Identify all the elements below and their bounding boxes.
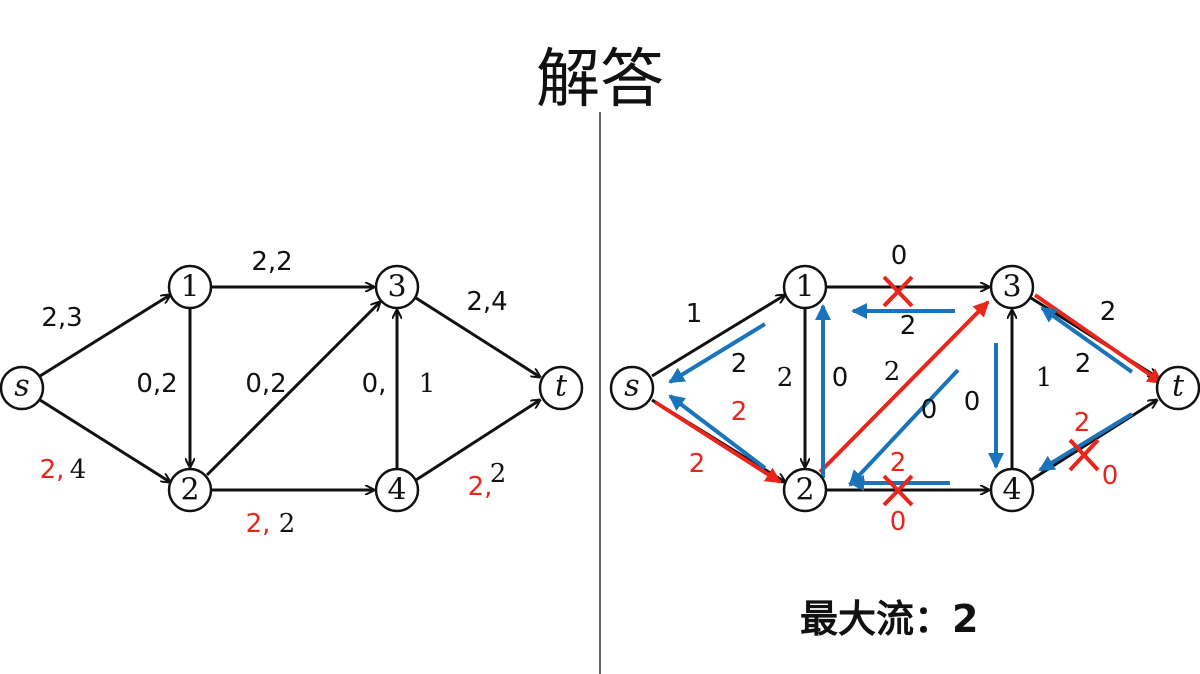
residual-1-s — [668, 322, 767, 384]
node-2 — [782, 467, 828, 513]
label-4-3-flow: 0, — [362, 369, 387, 399]
label-4-t-new: 0 — [1102, 461, 1119, 491]
label-2-4-cap: 2 — [279, 509, 296, 539]
residual-3-2 — [848, 368, 960, 487]
node-4-label: 4 — [387, 473, 406, 508]
flow-path-2-3 — [818, 300, 990, 474]
node-4 — [374, 467, 420, 513]
node-3-label: 3 — [387, 270, 406, 305]
label-4-t-flow: 2, — [468, 472, 493, 502]
edge-4-t — [415, 400, 540, 482]
node-3 — [374, 264, 420, 310]
label-3-4-back: 0 — [964, 387, 981, 417]
label-3-1-back: 2 — [900, 311, 917, 341]
label-1-3: 2,2 — [251, 247, 292, 277]
label-1-2: 2 — [777, 363, 794, 393]
flow-path-s-2 — [653, 400, 782, 484]
cross-out-icon — [1068, 438, 1100, 472]
node-t — [1155, 365, 1200, 411]
cross-out-icon — [882, 474, 914, 507]
node-1 — [167, 264, 213, 310]
node-1 — [782, 264, 828, 310]
node-2-label: 2 — [180, 473, 199, 508]
residual-2-s — [668, 394, 767, 470]
edge-s-1 — [39, 295, 170, 378]
label-3-2-back: 0 — [921, 395, 938, 425]
label-4-t-cap: 2 — [490, 459, 507, 489]
node-2 — [167, 467, 213, 513]
node-s — [0, 365, 45, 411]
edge-2-3 — [205, 302, 380, 477]
label-3-t: 2,4 — [466, 287, 507, 317]
label-s-1: 1 — [686, 299, 703, 329]
node-2-label: 2 — [795, 473, 814, 508]
node-s-label: s — [14, 369, 29, 404]
right-graph: s 1 2 3 4 t 1 2 2 2 2 0 0 2 2 0 0 1 2 2 … — [609, 241, 1200, 537]
label-s-2-cap: 4 — [70, 455, 87, 485]
edge-3-t — [415, 296, 540, 377]
node-1-label: 1 — [180, 270, 199, 305]
node-t — [538, 365, 584, 411]
label-2-4-flow: 2, — [246, 509, 271, 539]
node-4-label: 4 — [1002, 473, 1021, 508]
label-s-2-flow: 2, — [40, 455, 65, 485]
node-3 — [989, 264, 1035, 310]
node-4 — [989, 467, 1035, 513]
cross-out-icon — [882, 275, 914, 308]
label-t-3-back: 2 — [1075, 349, 1092, 379]
node-t-label: t — [555, 369, 568, 404]
node-t-label: t — [1172, 369, 1185, 404]
label-2-4-new: 0 — [890, 507, 907, 537]
residual-t-3 — [1040, 306, 1134, 374]
flow-path-3-t — [1033, 293, 1164, 385]
label-4-3-cap: 1 — [419, 369, 436, 399]
node-s — [609, 365, 655, 411]
residual-t-4 — [1038, 412, 1134, 472]
node-s-label: s — [624, 369, 639, 404]
edge-s-1 — [651, 295, 785, 378]
slide-title: 解答 — [536, 43, 664, 117]
label-4-t-back: 2 — [1074, 408, 1091, 438]
label-s-1: 2,3 — [41, 303, 82, 333]
max-flow-answer: 最大流：2 — [800, 597, 979, 641]
label-1-3-old: 0 — [891, 241, 908, 271]
label-2-3: 0,2 — [245, 369, 286, 399]
label-1-2: 0,2 — [136, 369, 177, 399]
node-3-label: 3 — [1002, 270, 1021, 305]
label-s-2: 2 — [689, 449, 706, 479]
label-2-4-back: 2 — [890, 448, 907, 478]
label-s-1-back: 2 — [731, 349, 748, 379]
node-1-label: 1 — [795, 270, 814, 305]
label-4-3: 1 — [1036, 363, 1053, 393]
edge-s-2 — [39, 398, 170, 482]
label-2-3: 2 — [884, 357, 901, 387]
label-s-2-back: 2 — [731, 397, 748, 427]
label-2-1-back: 0 — [832, 363, 849, 393]
label-3-t: 2 — [1100, 297, 1117, 327]
left-graph: s 1 2 3 4 t 2,3 2,2 2,4 0,2 0,2 0, 1 2, … — [0, 247, 584, 539]
